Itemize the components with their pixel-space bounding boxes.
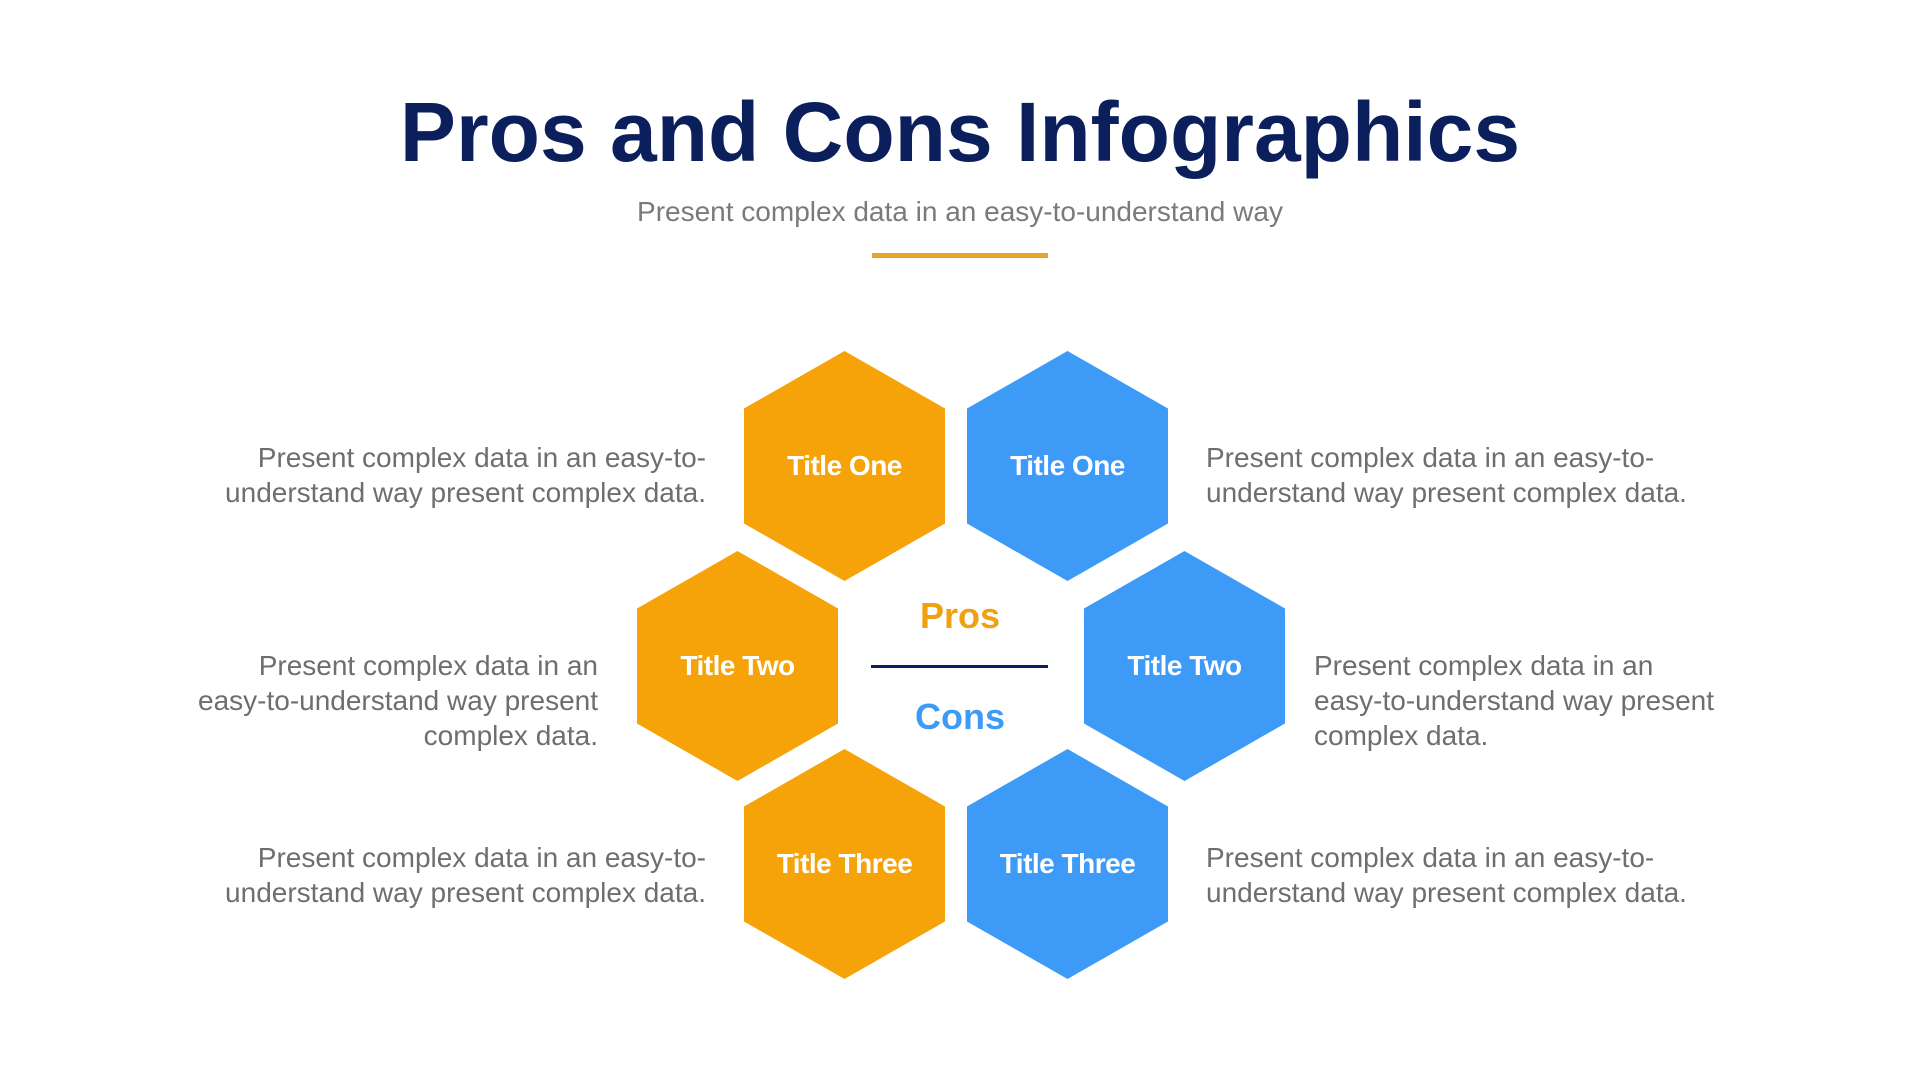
pros-description-3: Present complex data in an easy-to- unde… (225, 842, 706, 908)
page-subtitle: Present complex data in an easy-to-under… (637, 196, 1283, 227)
cons-description-1: Present complex data in an easy-to- unde… (1206, 442, 1687, 508)
cons-hex-1-title: Title One (1010, 450, 1125, 481)
pros-description-1: Present complex data in an easy-to- unde… (225, 442, 706, 508)
pros-label: Pros (919, 595, 1001, 636)
pros-hex-3-title: Title Three (776, 848, 913, 879)
pros-description-2: Present complex data in an easy-to-under… (198, 650, 598, 751)
page-title: Pros and Cons Infographics (399, 85, 1521, 179)
pros-hex-2: Title Two (637, 551, 838, 781)
pros-hex-2-title: Title Two (680, 650, 795, 681)
center-divider (871, 665, 1048, 668)
cons-description-2: Present complex data in an easy-to-under… (1314, 650, 1714, 751)
cons-label: Cons (915, 696, 1005, 737)
cons-hex-1: Title One (967, 351, 1168, 581)
pros-hex-1: Title One (744, 351, 945, 581)
cons-hex-3: Title Three (967, 749, 1168, 979)
cons-description-3: Present complex data in an easy-to- unde… (1206, 842, 1687, 908)
pros-hex-3: Title Three (744, 749, 945, 979)
accent-rule (872, 253, 1048, 258)
cons-hex-3-title: Title Three (999, 848, 1136, 879)
pros-hex-1-title: Title One (787, 450, 902, 481)
cons-hex-2-title: Title Two (1127, 650, 1242, 681)
cons-hex-2: Title Two (1084, 551, 1285, 781)
